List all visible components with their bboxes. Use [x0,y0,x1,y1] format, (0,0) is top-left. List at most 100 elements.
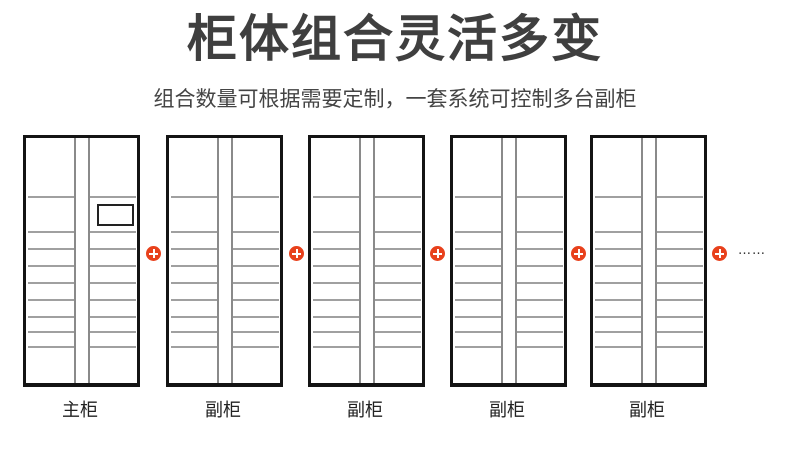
locker-door-line [171,331,217,333]
locker-door-line [375,316,421,318]
locker-door-line [657,346,703,348]
locker-door-line [375,331,421,333]
sub-cabinet [590,135,707,387]
locker-door-line [517,248,563,250]
locker-door-line [90,248,136,250]
cabinet-label: 副柜 [629,400,665,421]
locker-door-line [595,316,641,318]
cabinet-label: 主柜 [62,400,98,421]
locker-door-line [455,331,501,333]
locker-door-line [455,346,501,348]
locker-door-line [28,248,74,250]
locker-door-line [657,196,703,198]
locker-door-line [455,231,501,233]
locker-door-line [313,346,359,348]
locker-door-line [595,282,641,284]
sub-cabinet [450,135,567,387]
locker-door-line [595,265,641,267]
locker-door-line [90,299,136,301]
cabinet-divider [217,138,219,383]
plus-circle-icon [146,246,161,261]
locker-door-line [233,282,279,284]
plus-circle-icon [430,246,445,261]
locker-door-line [233,316,279,318]
cabinet-divider [74,138,76,383]
locker-door-line [455,248,501,250]
cabinet-divider [655,138,657,383]
page-title: 柜体组合灵活多变 [187,10,603,68]
locker-door-line [313,196,359,198]
locker-door-line [375,248,421,250]
locker-door-line [375,231,421,233]
locker-door-line [455,265,501,267]
locker-door-line [375,346,421,348]
locker-door-line [375,265,421,267]
locker-door-line [517,299,563,301]
locker-door-line [313,316,359,318]
plus-circle-icon [289,246,304,261]
locker-door-line [233,346,279,348]
cabinet-label: 副柜 [205,400,241,421]
locker-door-line [28,331,74,333]
cabinet-divider [359,138,361,383]
locker-door-line [28,282,74,284]
locker-door-line [28,265,74,267]
locker-door-line [455,282,501,284]
locker-door-line [233,331,279,333]
locker-door-line [90,316,136,318]
plus-circle-icon [712,246,727,261]
locker-door-line [517,331,563,333]
locker-door-line [595,346,641,348]
continuation-ellipsis: …… [738,243,766,258]
locker-door-line [90,331,136,333]
locker-door-line [657,248,703,250]
locker-door-line [517,231,563,233]
locker-door-line [657,299,703,301]
locker-door-line [595,231,641,233]
locker-door-line [595,331,641,333]
locker-door-line [171,248,217,250]
cabinet-divider [373,138,375,383]
locker-door-line [28,299,74,301]
locker-door-line [517,346,563,348]
locker-door-line [313,231,359,233]
cabinet-divider [515,138,517,383]
locker-door-line [90,265,136,267]
locker-door-line [28,231,74,233]
sub-cabinet [166,135,283,387]
locker-door-line [595,248,641,250]
locker-door-line [455,196,501,198]
locker-door-line [657,331,703,333]
locker-door-line [171,265,217,267]
locker-door-line [657,282,703,284]
locker-door-line [233,231,279,233]
locker-door-line [455,316,501,318]
locker-door-line [171,346,217,348]
screen-icon [97,204,134,226]
page-subtitle: 组合数量可根据需要定制，一套系统可控制多台副柜 [153,87,637,111]
locker-door-line [90,282,136,284]
locker-door-line [657,265,703,267]
locker-door-line [313,299,359,301]
locker-door-line [313,265,359,267]
locker-door-line [313,282,359,284]
locker-door-line [171,299,217,301]
locker-door-line [90,231,136,233]
locker-door-line [455,299,501,301]
locker-door-line [517,265,563,267]
locker-door-line [171,282,217,284]
locker-door-line [233,265,279,267]
locker-door-line [233,299,279,301]
cabinet-divider [231,138,233,383]
plus-circle-icon [571,246,586,261]
cabinet-divider [88,138,90,383]
cabinet-label: 副柜 [347,400,383,421]
sub-cabinet [308,135,425,387]
cabinet-label: 副柜 [489,400,525,421]
locker-door-line [28,346,74,348]
locker-door-line [657,231,703,233]
locker-door-line [171,316,217,318]
cabinet-divider [501,138,503,383]
locker-door-line [657,316,703,318]
locker-door-line [595,196,641,198]
